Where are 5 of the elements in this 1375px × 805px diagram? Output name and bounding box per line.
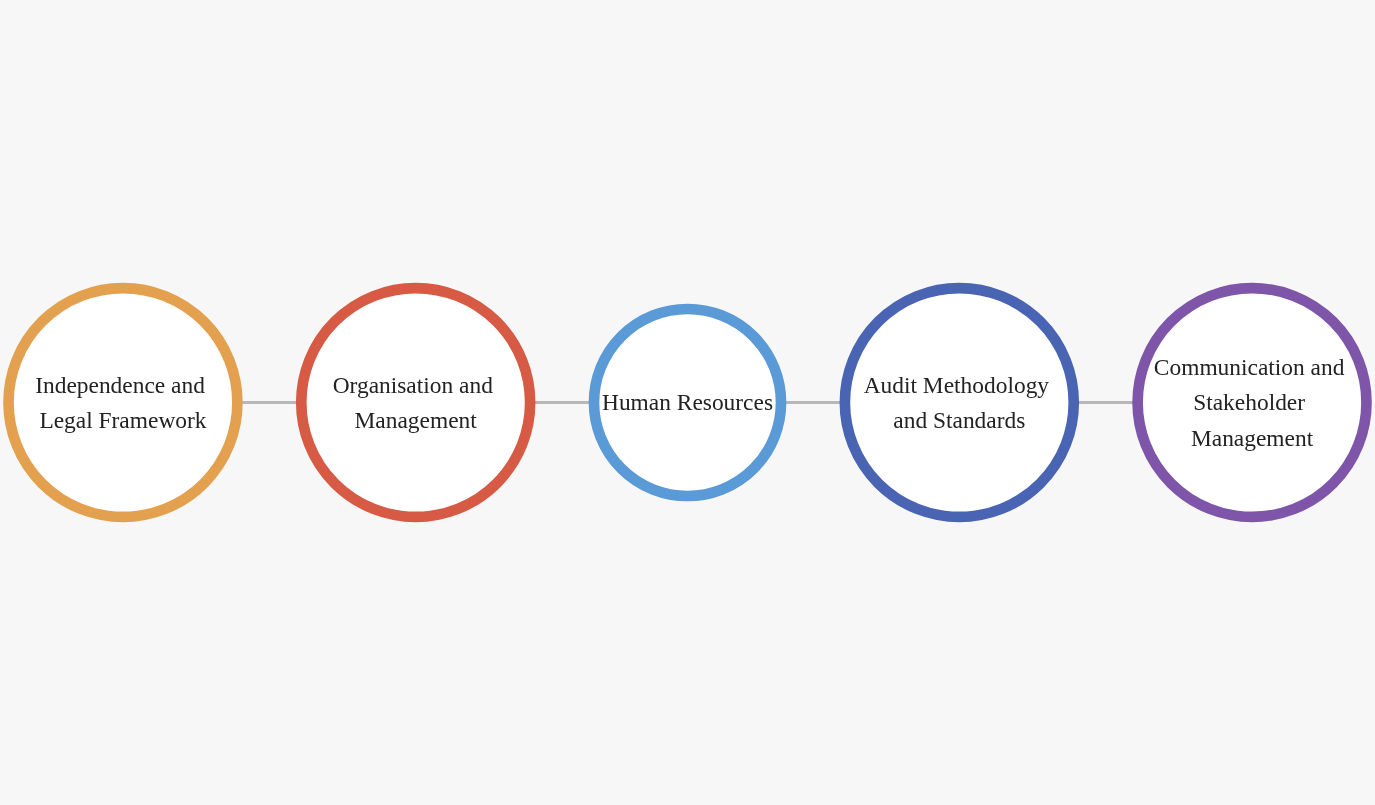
node-circle: Human Resources bbox=[588, 303, 787, 502]
node-circle: Independence and Legal Framework bbox=[3, 282, 243, 523]
node-circle: Organisation and Management bbox=[295, 282, 536, 523]
node-circle: Audit Methodology and Standards bbox=[839, 282, 1080, 523]
node-circle: Communication and Stakeholder Management bbox=[1132, 282, 1372, 523]
